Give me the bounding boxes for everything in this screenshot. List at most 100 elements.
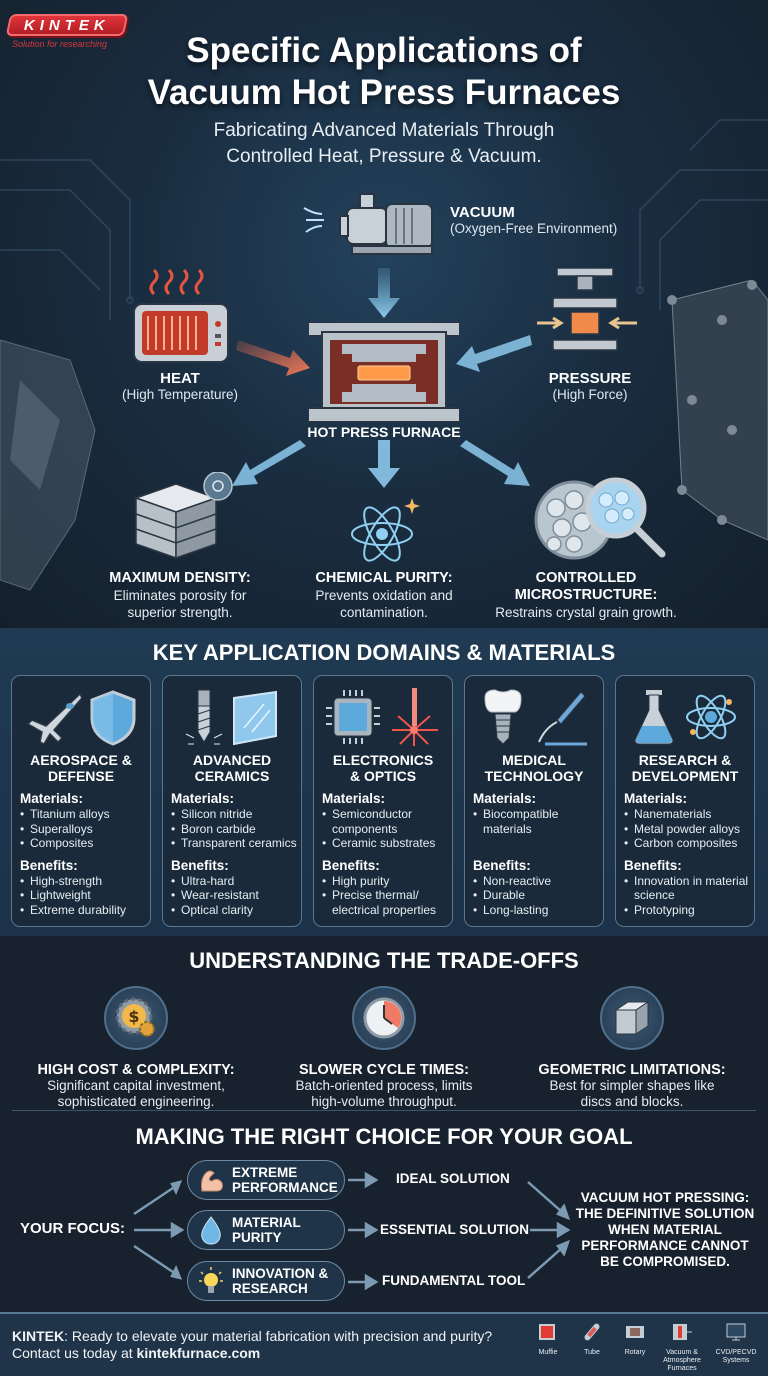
vacuum-pump-icon	[303, 193, 433, 255]
product-vacuum-atmosphere[interactable]: Vacuum & Atmosphere Furnaces	[660, 1322, 704, 1373]
logo-tagline: Solution for researching	[12, 39, 108, 49]
drill-bit-icon	[185, 689, 223, 745]
kintek-logo[interactable]: KINTEK Solution for researching	[5, 14, 129, 49]
your-focus-label: YOUR FOCUS:	[20, 1220, 125, 1237]
materials-heading: Materials:	[624, 791, 688, 806]
heater-icon	[133, 268, 229, 363]
section-title: UNDERSTANDING THE TRADE-OFFS	[189, 948, 579, 973]
list-item: Boron carbide	[171, 822, 301, 837]
domain-card-electronics[interactable]: ELECTRONICS& OPTICS Materials: Semicondu…	[313, 675, 453, 927]
section-title: MAKING THE RIGHT CHOICE FOR YOUR GOAL	[135, 1124, 633, 1149]
furnace-icon	[308, 322, 460, 422]
result-fundamental-tool: FUNDAMENTAL TOOL	[382, 1273, 526, 1288]
card-title-line-1: MEDICAL	[502, 752, 566, 768]
magnifier-grains-icon	[534, 477, 666, 560]
choice-arrows	[133, 1171, 571, 1291]
tradeoff-slower-cycle: SLOWER CYCLE TIMES: Batch-oriented proce…	[274, 986, 494, 1110]
list-item: Silicon nitride	[171, 807, 301, 822]
list-item: Optical clarity	[171, 903, 301, 918]
materials-heading: Materials:	[171, 791, 235, 806]
tradeoff-high-cost: $ HIGH COST & COMPLEXITY: Significant ca…	[26, 986, 246, 1110]
subtitle-line-2: Controlled Heat, Pressure & Vacuum.	[226, 146, 542, 167]
hot-press-furnace-label: HOT PRESS FURNACE	[307, 424, 461, 440]
outcome-maximum-density: MAXIMUM DENSITY: Eliminates porosity for…	[109, 570, 251, 620]
materials-list: Titanium alloys Superalloys Composites	[20, 807, 150, 851]
dental-implant-icon	[484, 689, 522, 745]
cube-icon	[614, 1001, 650, 1035]
heat-label: HEAT (High Temperature)	[121, 370, 239, 402]
laser-icon	[392, 688, 438, 746]
list-item: Non-reactive	[473, 874, 603, 889]
card-title-line-2: & OPTICS	[349, 768, 417, 784]
outcome-controlled-microstructure: CONTROLLED MICROSTRUCTURE: Restrains cry…	[495, 570, 677, 620]
list-item: Precise thermal/ electrical properties	[322, 888, 452, 917]
vacuum-furnace-icon	[673, 1324, 692, 1340]
outcome-chemical-purity: CHEMICAL PURITY: Prevents oxidation and …	[315, 570, 453, 620]
benefits-heading: Benefits:	[322, 857, 380, 873]
product-cvd-pecvd[interactable]: CVD/PECVD Systems	[714, 1322, 758, 1365]
benefits-heading: Benefits:	[20, 857, 78, 873]
list-item: Ceramic substrates	[322, 836, 452, 851]
hero-section: KINTEK Solution for researching Specific…	[0, 0, 768, 628]
flask-icon	[634, 690, 674, 745]
product-muffle[interactable]: Muffie	[526, 1322, 570, 1357]
product-rotary[interactable]: Rotary	[613, 1322, 657, 1357]
card-title-line-2: CERAMICS	[194, 768, 270, 784]
muffle-furnace-icon	[539, 1324, 555, 1340]
domain-card-aerospace[interactable]: AEROSPACE &DEFENSE Materials: Titanium a…	[11, 675, 151, 927]
right-choice-section: MAKING THE RIGHT CHOICE FOR YOUR GOAL YO…	[0, 1112, 768, 1312]
card-title-line-2: TECHNOLOGY	[484, 768, 584, 784]
footer-cta: KINTEK: Ready to elevate your material f…	[12, 1328, 493, 1361]
droplet-icon	[201, 1216, 221, 1245]
focus-option-innovation-research[interactable]: INNOVATION &RESEARCH	[187, 1261, 345, 1301]
materials-heading: Materials:	[473, 791, 537, 806]
lattice-structure-left	[0, 339, 96, 591]
dense-block-icon	[133, 472, 233, 560]
materials-list: Biocompatible materials	[473, 807, 603, 836]
page-title: Specific Applications of Vacuum Hot Pres…	[0, 30, 768, 114]
clock-icon	[363, 997, 405, 1039]
list-item: Durable	[473, 888, 603, 903]
list-item: High purity	[322, 874, 452, 889]
section-title: KEY APPLICATION DOMAINS & MATERIALS	[152, 640, 616, 665]
benefits-list: Innovation in material science Prototypi…	[624, 874, 754, 918]
title-line-1: Specific Applications of	[186, 31, 582, 70]
card-title-line-1: AEROSPACE &	[30, 752, 132, 768]
pressure-label: PRESSURE (High Force)	[548, 370, 632, 402]
benefits-heading: Benefits:	[473, 857, 531, 873]
svg-text:$: $	[128, 1007, 139, 1026]
press-icon	[537, 268, 637, 351]
card-title-line-2: DEVELOPMENT	[631, 768, 739, 784]
benefits-list: Ultra-hard Wear-resistant Optical clarit…	[171, 874, 301, 918]
benefits-heading: Benefits:	[624, 857, 682, 873]
list-item: Innovation in material science	[624, 874, 754, 903]
card-title-line-2: DEFENSE	[47, 768, 115, 784]
tradeoffs-section: UNDERSTANDING THE TRADE-OFFS $ HIGH COST…	[0, 936, 768, 1112]
footer-brand: KINTEK	[12, 1328, 65, 1344]
circuit-background	[0, 119, 768, 320]
conclusion-text: VACUUM HOT PRESSING: THE DEFINITIVE SOLU…	[575, 1190, 755, 1269]
molecular-lattice-right	[667, 280, 768, 541]
list-item: Carbon composites	[624, 836, 754, 851]
vacuum-label: VACUUM (Oxygen-Free Environment)	[450, 204, 618, 236]
list-item: Superalloys	[20, 822, 150, 837]
section-divider	[12, 1110, 756, 1111]
shield-icon	[90, 690, 136, 746]
domain-card-research[interactable]: RESEARCH &DEVELOPMENT Materials: Nanemat…	[615, 675, 755, 927]
glass-pane-icon	[233, 690, 277, 746]
list-item: Titanium alloys	[20, 807, 150, 822]
product-tube[interactable]: Tube	[570, 1322, 614, 1357]
website-link[interactable]: kintekfurnace.com	[136, 1345, 261, 1361]
list-item: Nanematerials	[624, 807, 754, 822]
footer: KINTEK: Ready to elevate your material f…	[0, 1312, 768, 1376]
rotary-furnace-icon	[626, 1326, 644, 1338]
list-item: Semiconductor components	[322, 807, 452, 836]
list-item: Ultra-hard	[171, 874, 301, 889]
result-essential-solution: ESSENTIAL SOLUTION	[380, 1222, 530, 1237]
benefits-list: High purity Precise thermal/ electrical …	[322, 874, 452, 918]
jet-icon	[26, 692, 83, 745]
